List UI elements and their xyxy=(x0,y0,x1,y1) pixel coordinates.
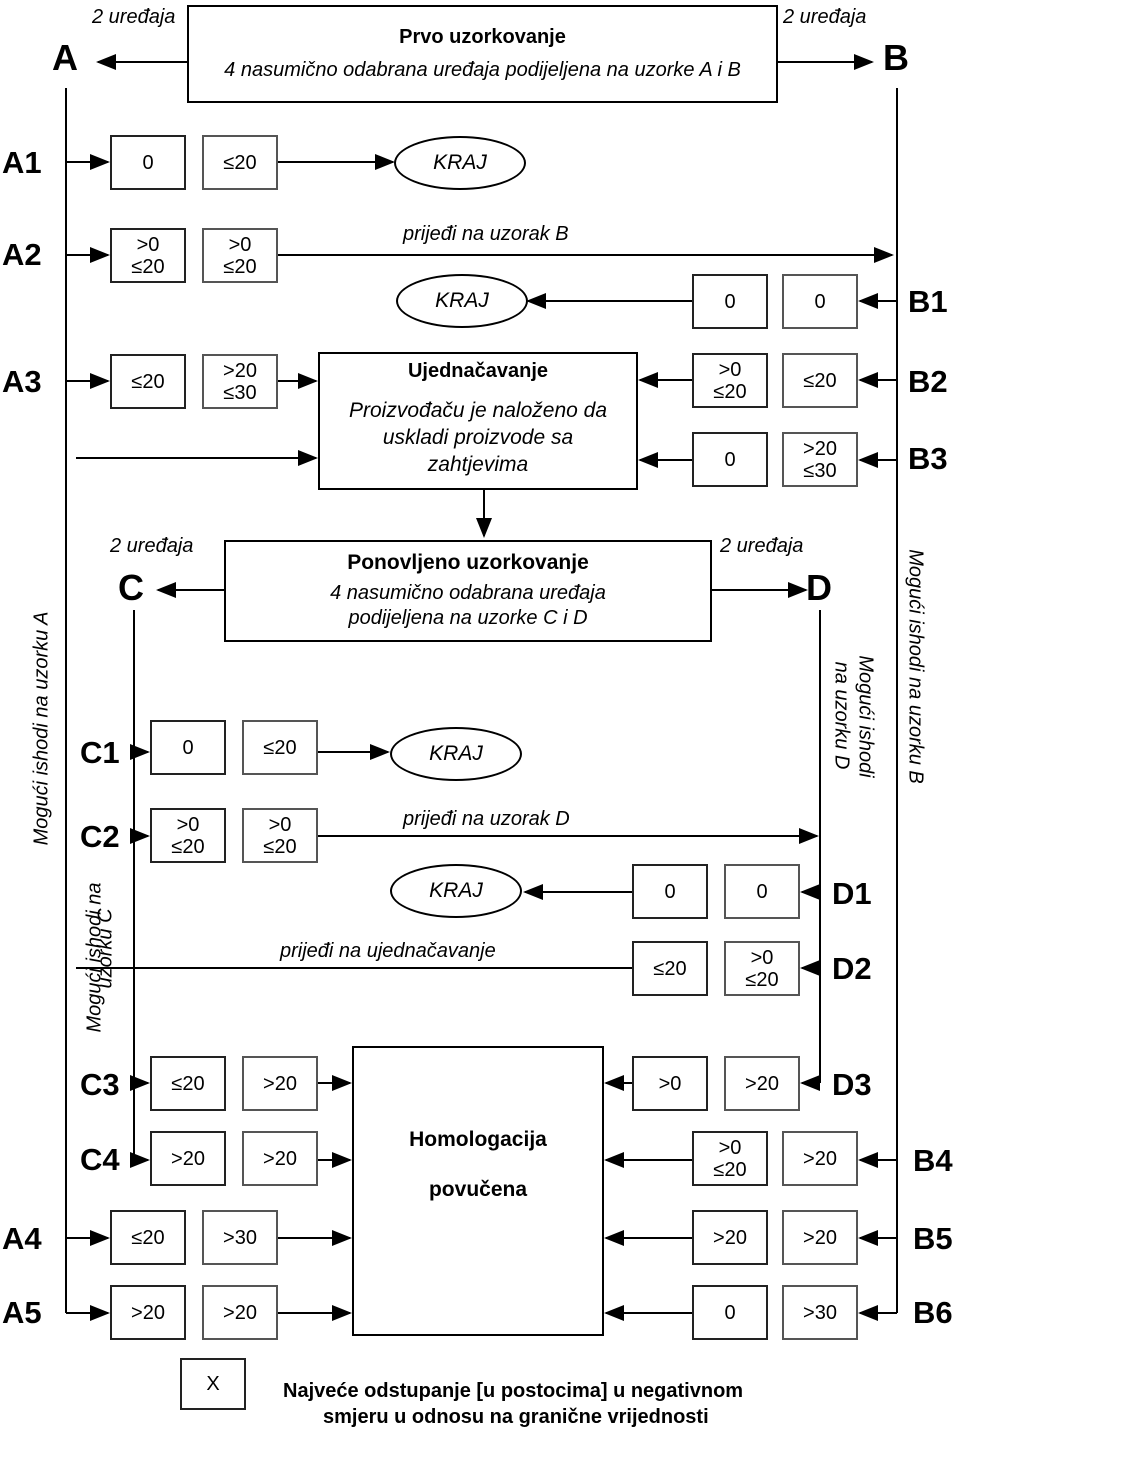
cell-b6-2: >30 xyxy=(782,1285,858,1340)
cell-a2-2: >0 ≤20 xyxy=(202,228,278,283)
end-ellipse-b1: KRAJ xyxy=(396,274,528,328)
cell-a3-1: ≤20 xyxy=(110,354,186,409)
go-to-b-label: prijeđi na uzorak B xyxy=(403,223,569,245)
side-label-a: Mogući ishodi na uzorku A xyxy=(30,611,53,846)
row-label-a4: A4 xyxy=(2,1221,42,1256)
row-label-a2: A2 xyxy=(2,237,42,272)
alignment-box: Ujednačavanje Proizvođaču je naloženo da… xyxy=(318,352,638,490)
cell-c2-2: >0 ≤20 xyxy=(242,808,318,863)
sample-d-label: D xyxy=(806,567,832,608)
cell-c4-1: >20 xyxy=(150,1131,226,1186)
cell-d3-2: >20 xyxy=(724,1056,800,1111)
homologation-line-2: povučena xyxy=(428,1178,528,1201)
row-label-d3: D3 xyxy=(832,1067,872,1102)
end-ellipse-c1: KRAJ xyxy=(390,727,522,781)
alignment-text-2: uskladi proizvode sa xyxy=(382,426,574,449)
cell-b1-1: 0 xyxy=(692,274,768,329)
go-to-d-label: prijeđi na uzorak D xyxy=(403,808,570,830)
homologation-line-1: Homologacija xyxy=(409,1128,547,1151)
row-label-c3: C3 xyxy=(80,1067,120,1102)
row-label-b5: B5 xyxy=(913,1221,953,1256)
cell-c3-2: >20 xyxy=(242,1056,318,1111)
row-label-c1: C1 xyxy=(80,735,120,770)
cell-b5-1: >20 xyxy=(692,1210,768,1265)
end-ellipse-a1: KRAJ xyxy=(394,136,526,190)
homologation-withdrawn-box: Homologacija povučena xyxy=(352,1046,604,1336)
first-sampling-box: Prvo uzorkovanje 4 nasumično odabrana ur… xyxy=(187,5,778,103)
row-label-a5: A5 xyxy=(2,1295,42,1330)
row-label-b2: B2 xyxy=(908,364,948,399)
row-label-d1: D1 xyxy=(832,876,872,911)
cell-c4-2: >20 xyxy=(242,1131,318,1186)
cell-c3-1: ≤20 xyxy=(150,1056,226,1111)
legend-line-2: smjeru u odnosu na granične vrijednosti xyxy=(323,1406,709,1428)
row-label-b1: B1 xyxy=(908,284,948,319)
label-2-devices-right: 2 uređaja xyxy=(783,6,867,28)
cell-a3-2: >20 ≤30 xyxy=(202,354,278,409)
cell-c2-1: >0 ≤20 xyxy=(150,808,226,863)
label-2-devices-c: 2 uređaja xyxy=(110,535,194,557)
cell-b3-2: >20 ≤30 xyxy=(782,432,858,487)
cell-d1-1: 0 xyxy=(632,864,708,919)
row-label-b6: B6 xyxy=(913,1295,953,1330)
cell-b4-2: >20 xyxy=(782,1131,858,1186)
row-label-b3: B3 xyxy=(908,441,948,476)
cell-d2-2: >0 ≤20 xyxy=(724,941,800,996)
repeat-sampling-title: Ponovljeno uzorkovanje xyxy=(347,551,589,574)
side-label-c-2: uzorku C xyxy=(94,908,117,989)
repeat-sampling-text-1: 4 nasumično odabrana uređaja xyxy=(330,582,606,604)
cell-a2-1: >0 ≤20 xyxy=(110,228,186,283)
cell-b2-1: >0 ≤20 xyxy=(692,353,768,408)
legend-line-1: Najveće odstupanje [u postocima] u negat… xyxy=(283,1380,744,1402)
cell-d3-1: >0 xyxy=(632,1056,708,1111)
cell-b3-1: 0 xyxy=(692,432,768,487)
row-label-c2: C2 xyxy=(80,819,120,854)
sample-c-label: C xyxy=(118,567,144,608)
sample-b-label: B xyxy=(883,37,909,78)
end-ellipse-d1: KRAJ xyxy=(390,864,522,918)
label-2-devices-left: 2 uređaja xyxy=(92,6,176,28)
cell-a4-1: ≤20 xyxy=(110,1210,186,1265)
cell-d1-2: 0 xyxy=(724,864,800,919)
side-label-b: Mogući ishodi na uzorku B xyxy=(904,549,927,784)
cell-b2-2: ≤20 xyxy=(782,353,858,408)
row-label-b4: B4 xyxy=(913,1143,953,1178)
cell-a1-1: 0 xyxy=(110,135,186,190)
cell-c1-2: ≤20 xyxy=(242,720,318,775)
row-label-c4: C4 xyxy=(80,1142,120,1177)
cell-b6-1: 0 xyxy=(692,1285,768,1340)
cell-b4-1: >0 ≤20 xyxy=(692,1131,768,1186)
cell-d2-1: ≤20 xyxy=(632,941,708,996)
row-label-a3: A3 xyxy=(2,364,42,399)
side-label-d-2: na uzorku D xyxy=(830,661,853,770)
row-label-a1: A1 xyxy=(2,145,42,180)
side-label-d-1: Mogući ishodi xyxy=(854,655,877,778)
cell-a5-2: >20 xyxy=(202,1285,278,1340)
alignment-text-1: Proizvođaču je naloženo da xyxy=(348,399,607,422)
cell-b5-2: >20 xyxy=(782,1210,858,1265)
cell-b1-2: 0 xyxy=(782,274,858,329)
go-to-alignment-label: prijeđi na ujednačavanje xyxy=(280,940,496,962)
repeat-sampling-box: Ponovljeno uzorkovanje 4 nasumično odabr… xyxy=(224,540,712,642)
first-sampling-text: 4 nasumično odabrana uređaja podijeljena… xyxy=(224,59,741,81)
first-sampling-title: Prvo uzorkovanje xyxy=(399,26,566,48)
cell-a4-2: >30 xyxy=(202,1210,278,1265)
cell-a1-2: ≤20 xyxy=(202,135,278,190)
legend-symbol-box: X xyxy=(180,1358,246,1410)
sample-a-label: A xyxy=(52,37,78,78)
alignment-title: Ujednačavanje xyxy=(407,360,549,382)
cell-a5-1: >20 xyxy=(110,1285,186,1340)
cell-c1-1: 0 xyxy=(150,720,226,775)
row-label-d2: D2 xyxy=(832,951,872,986)
alignment-text-3: zahtjevima xyxy=(427,453,529,476)
label-2-devices-d: 2 uređaja xyxy=(720,535,804,557)
repeat-sampling-text-2: podijeljena na uzorke C i D xyxy=(348,607,588,629)
